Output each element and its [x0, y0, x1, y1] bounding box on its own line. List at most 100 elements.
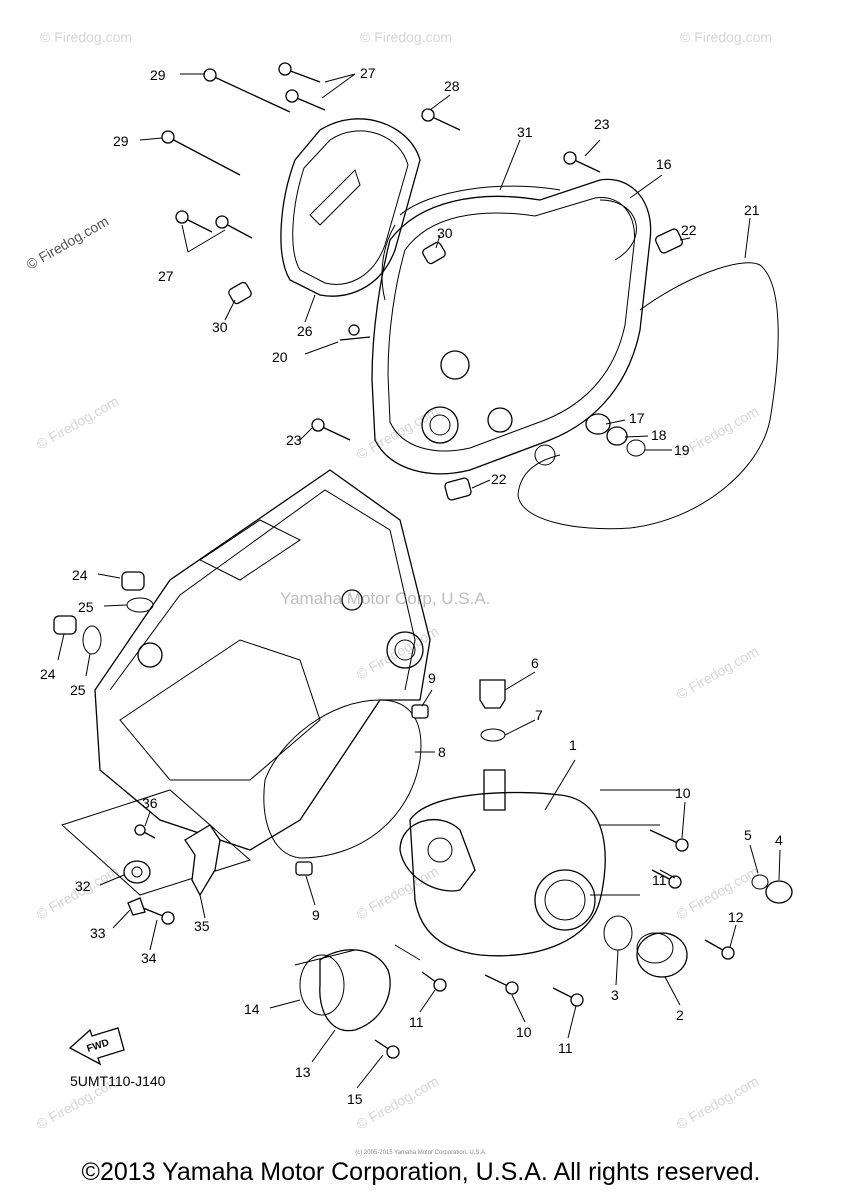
plug-4	[765, 880, 793, 904]
callout-14: 14	[244, 1001, 260, 1017]
lead-9b	[305, 875, 316, 906]
cover-lobe	[599, 199, 637, 261]
oring-25-top	[126, 597, 154, 613]
lead-22a	[679, 237, 691, 241]
gasket-8	[263, 699, 422, 859]
lead-5	[749, 844, 759, 874]
watermark-14: © Firedog.com	[354, 1073, 442, 1133]
part-32	[123, 860, 151, 884]
lead-1	[544, 759, 576, 811]
bolt-23-bottom-head	[311, 418, 325, 432]
callout-3: 3	[611, 987, 619, 1003]
tiny-notice: (c) 2005-2015 Yamaha Motor Corporation, …	[355, 1150, 487, 1156]
callout-33: 33	[90, 925, 106, 941]
lead-12	[729, 924, 737, 948]
lead-16	[629, 174, 663, 199]
lead-21	[744, 217, 751, 259]
lead-10b	[511, 994, 526, 1023]
cover-boss-1-inner	[429, 414, 451, 436]
bolt-12-head	[721, 946, 735, 960]
dowel-9-top	[411, 704, 429, 719]
crankcase-ridge	[109, 489, 416, 691]
watermark-3: © Firedog.com	[680, 29, 772, 45]
callout-34: 34	[141, 950, 157, 966]
lead-33	[112, 909, 131, 929]
gasket-14	[299, 954, 345, 1016]
bolt-27-c-head	[175, 210, 189, 224]
oring-25-bottom	[82, 625, 102, 655]
cover-boss-1	[421, 406, 459, 444]
crankcase-boss-inner	[394, 639, 416, 661]
crankcase-bay	[119, 639, 321, 781]
callout-labels: 29 29 27 27 28 31 23 16 22 21 30 30 26 2…	[40, 65, 783, 1107]
dowel-22-bottom	[444, 477, 472, 501]
lead-27b	[181, 224, 226, 253]
lead-11b	[419, 989, 436, 1013]
bolt-27-d-head	[215, 215, 229, 229]
bolt-29-bottom	[167, 136, 241, 176]
callout-2: 2	[676, 1007, 684, 1023]
oring-7	[480, 728, 506, 742]
callout-25-bottom: 25	[70, 682, 86, 698]
callout-11-top: 11	[652, 872, 667, 888]
cover-2-port	[534, 869, 596, 931]
callout-18: 18	[651, 427, 667, 443]
bolt-10-top-head	[675, 838, 689, 852]
lead-24a	[97, 573, 121, 579]
callout-26: 26	[297, 323, 313, 339]
copyright-footer: ©2013 Yamaha Motor Corporation, U.S.A. A…	[81, 1158, 761, 1186]
lead-15	[356, 1054, 384, 1089]
bolt-23-top-head	[563, 151, 577, 165]
lead-3	[615, 949, 619, 986]
lead-24b	[57, 633, 65, 661]
lead-2	[664, 976, 681, 1006]
callout-9-bottom: 9	[312, 907, 320, 923]
water-pump-boss	[427, 837, 453, 863]
callout-11-bottom: 11	[558, 1040, 573, 1056]
callout-25-top: 25	[78, 599, 94, 615]
lead-30a	[435, 234, 441, 249]
crankcase-group	[53, 469, 435, 906]
callout-5: 5	[744, 827, 752, 843]
bolt-27-a-head	[278, 62, 292, 76]
callout-24-bottom: 24	[40, 666, 56, 682]
lead-23b	[299, 427, 313, 441]
lead-23a	[584, 139, 601, 157]
callout-27-top: 27	[360, 65, 376, 81]
callout-17: 17	[629, 410, 645, 426]
gasket-21	[517, 262, 779, 530]
lead-22b	[471, 479, 491, 489]
callout-15: 15	[347, 1091, 363, 1107]
callout-29-bottom: 29	[113, 133, 129, 149]
lead-17	[605, 419, 626, 425]
callout-30-right: 30	[437, 225, 453, 241]
plug-2-inner	[636, 932, 674, 964]
crankcase-cover	[371, 178, 652, 475]
clutch-cover-outer-rim	[292, 130, 409, 285]
lead-29b	[139, 137, 163, 141]
bolt-11-left-head	[433, 978, 447, 992]
guide-lines	[294, 789, 680, 966]
clutch-cover-emboss	[309, 169, 361, 226]
watermark-15: © Firedog.com	[674, 1073, 762, 1133]
callout-23-bottom: 23	[286, 432, 302, 448]
bolt-28-head	[421, 108, 435, 122]
callout-21: 21	[744, 202, 760, 218]
callout-28: 28	[444, 78, 460, 94]
dowel-30-right	[422, 241, 446, 265]
circlip-19	[626, 439, 646, 457]
lead-13	[311, 1029, 336, 1063]
callout-36: 36	[142, 795, 158, 811]
dowel-22-top	[654, 228, 684, 254]
bolt-34-head	[161, 911, 175, 925]
callout-8: 8	[438, 744, 446, 760]
callout-24-top: 24	[72, 567, 88, 583]
callout-11-left: 11	[409, 1014, 424, 1030]
cover-boss-2	[440, 350, 470, 380]
watermark-9: © Firedog.com	[674, 643, 762, 703]
lead-26	[304, 294, 316, 323]
bolt-27-b-head	[285, 89, 299, 103]
oring-5	[751, 874, 769, 890]
callout-13: 13	[295, 1064, 311, 1080]
